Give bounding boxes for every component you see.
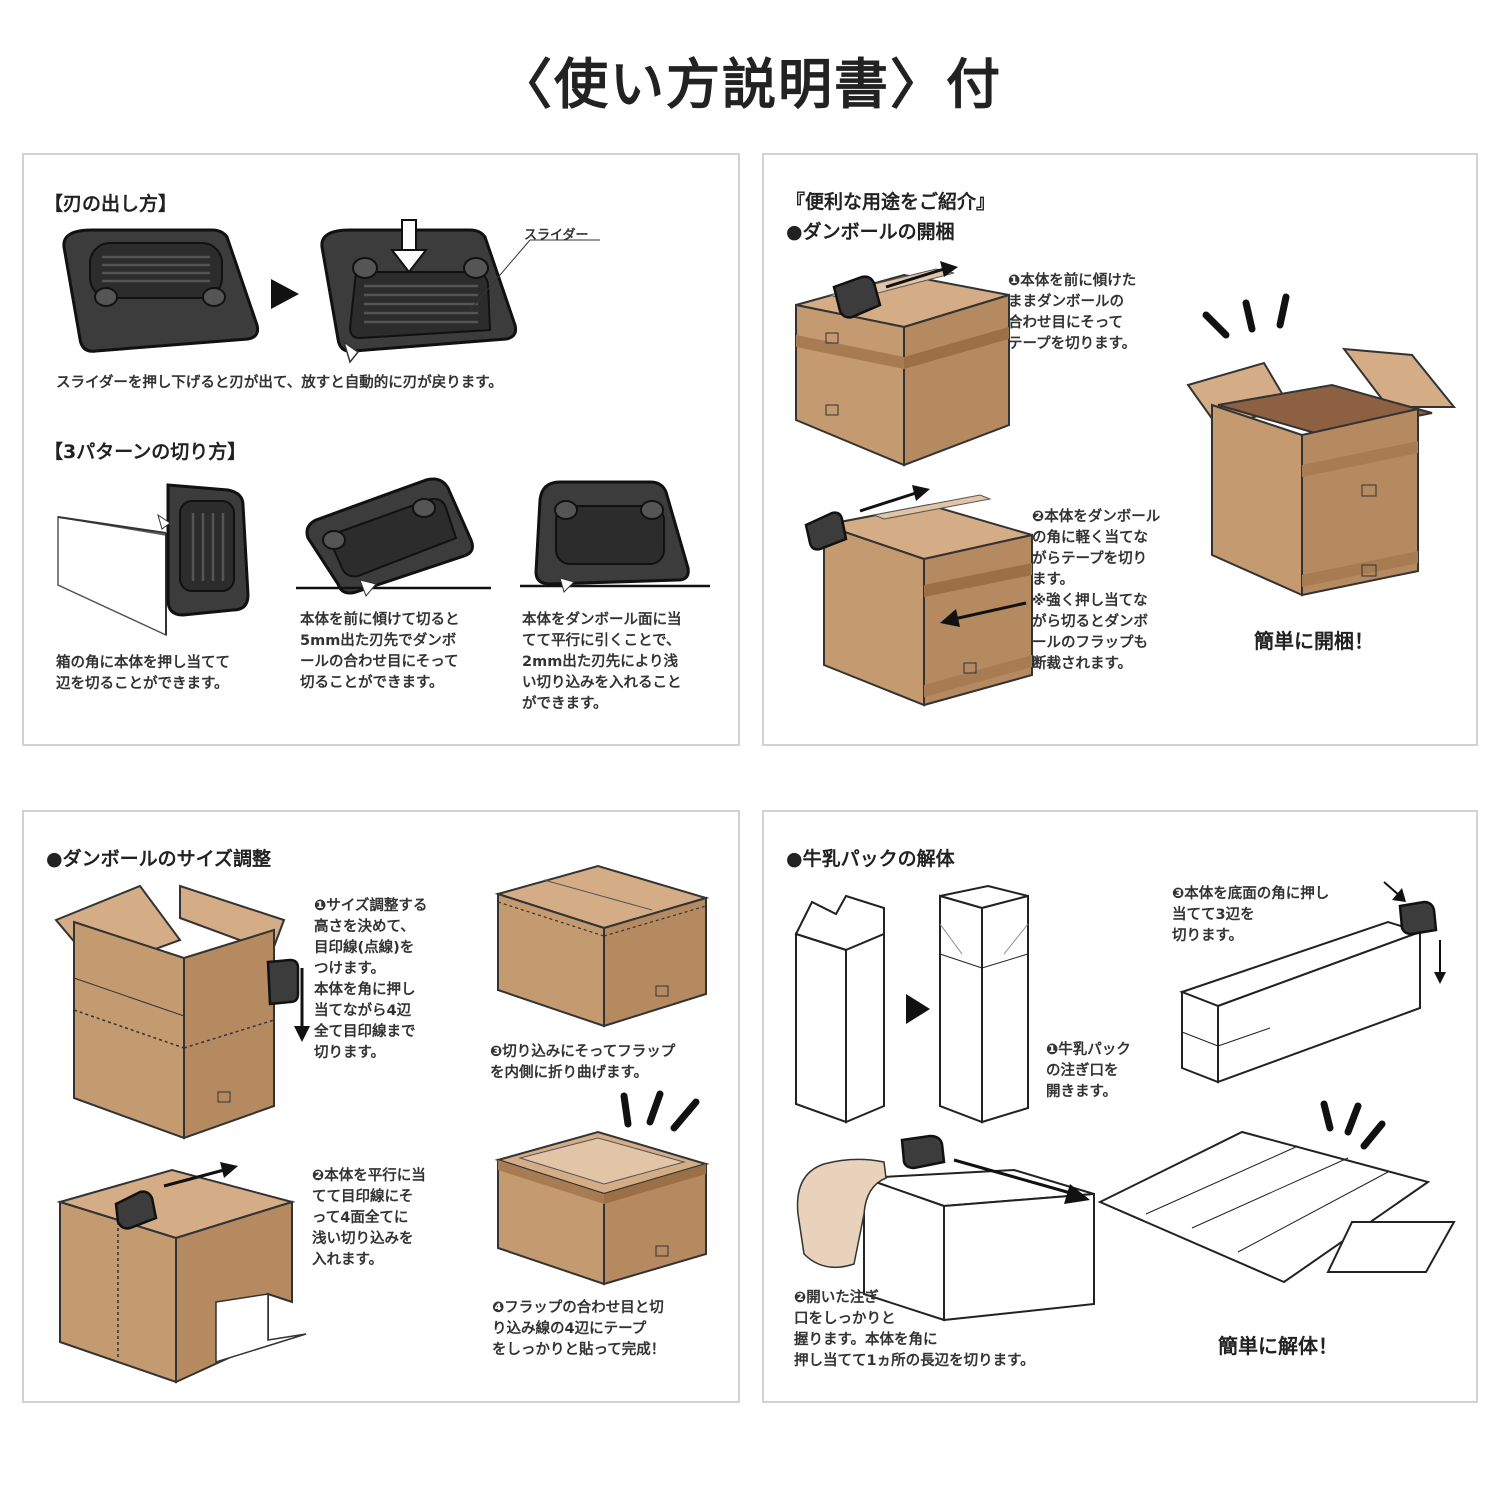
panel-open-box: 『便利な用途をご紹介』 ●ダンボールの開梱 ❶本体を前に傾けた ままダンボールの… [762, 153, 1478, 746]
arrow-right-icon [271, 279, 299, 309]
heading-open: ●ダンボールの開梱 [786, 221, 955, 243]
heading-blade: 【刃の出し方】 [44, 193, 178, 215]
resize-step2-text: ❷本体を平行に当 てて目印線にそ って4面全てに 浅い切り込みを 入れます。 [312, 1168, 426, 1268]
milk-carton-open-illustration [939, 884, 1029, 1124]
cutter-illustration-retracted [62, 228, 260, 353]
resize-step3-text: ❸切り込みにそってフラップ を内側に折り曲げます。 [490, 1044, 676, 1081]
resize-mark-illustration [54, 884, 310, 1140]
milk-step3-text: ❸本体を底面の角に押し 当てて3辺を 切ります。 [1172, 886, 1330, 944]
resize-done-illustration [494, 1090, 710, 1286]
slider-label: スライダー [524, 228, 589, 243]
milk-carton-closed-illustration [794, 894, 885, 1124]
pattern3-caption: 本体をダンボール面に当 てて平行に引くことで、 2mm出た刃先により浅 い切り込… [522, 612, 682, 712]
open-result-text: 簡単に開梱！ [1254, 629, 1374, 653]
open-step1-text: ❶本体を前に傾けた ままダンボールの 合わせ目にそって テープを切ります。 [1008, 273, 1137, 352]
panel-blade: 【刃の出し方】 スライダー スライダーを押し下げると刃が出て、放すと自動的に刃が… [22, 153, 740, 746]
pattern1-illustration [57, 483, 250, 637]
cutter-illustration-extended [320, 219, 600, 364]
pattern2-illustration [296, 477, 491, 597]
arrow-right-icon [906, 994, 930, 1024]
panel-milk: ●牛乳パックの解体 ❶牛乳パック の注ぎ口を 開きます。 ❷開いた注ぎ 口をしっ… [762, 810, 1478, 1403]
resize-step4-text: ❹フラップの合わせ目と切 り込み線の4辺にテープ をしっかりと貼って完成！ [492, 1300, 666, 1358]
heading-uses: 『便利な用途をご紹介』 [786, 191, 996, 213]
milk-flat-illustration [1097, 1100, 1456, 1284]
opened-box-illustration [1186, 293, 1457, 597]
open-step2-text: ❷本体をダンボール の角に軽く当てな がらテープを切り ます。 ※強く押し当てな… [1032, 509, 1161, 672]
milk-cut-edge-illustration [796, 1134, 1095, 1322]
page-title: 〈使い方説明書〉付 [498, 53, 1002, 116]
milk-cut-bottom-illustration [1179, 881, 1446, 1084]
resize-cut-illustration [56, 1162, 307, 1384]
milk-step2-text: ❷開いた注ぎ 口をしっかりと 握ります。本体を角に 押し当てて1ヵ所の長辺を切り… [794, 1290, 1035, 1369]
resize-fold-illustration [494, 864, 710, 1028]
box-cut-tape-illustration [795, 261, 1010, 467]
pattern3-illustration [520, 480, 710, 593]
heading-patterns: 【3パターンの切り方】 [44, 441, 247, 463]
pattern1-caption: 箱の角に本体を押し当てて 辺を切ることができます。 [56, 655, 230, 692]
milk-result-text: 簡単に解体！ [1218, 1334, 1338, 1358]
milk-step1-text: ❶牛乳パック の注ぎ口を 開きます。 [1046, 1042, 1131, 1100]
box-cut-edge-illustration [804, 485, 1033, 707]
pattern2-caption: 本体を前に傾けて切ると 5mm出た刃先でダンボ ールの合わせ目にそって 切ること… [300, 612, 460, 691]
heading-milk: ●牛乳パックの解体 [786, 848, 955, 870]
heading-resize: ●ダンボールのサイズ調整 [46, 848, 272, 870]
panel-resize: ●ダンボールのサイズ調整 ❶サイズ調整する 高さを決めて、 目印線(点線)を つ… [22, 810, 740, 1403]
resize-step1-text: ❶サイズ調整する 高さを決めて、 目印線(点線)を つけます。 本体を角に押し … [314, 898, 428, 1061]
blade-caption: スライダーを押し下げると刃が出て、放すと自動的に刃が戻ります。 [56, 375, 503, 391]
